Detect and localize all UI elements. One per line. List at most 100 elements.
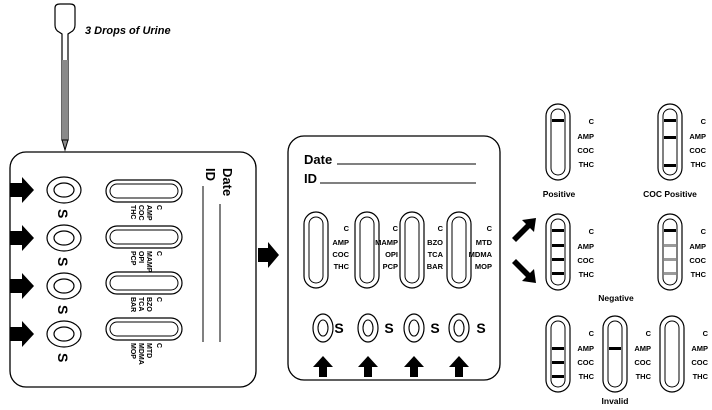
arrow-right-icon	[10, 225, 34, 251]
strip-label: C	[344, 224, 350, 233]
strip-label: THC	[636, 372, 652, 381]
strip-label: AMP	[577, 132, 594, 141]
arrow-right-icon	[10, 273, 34, 299]
strip-label: AMP	[634, 344, 651, 353]
sample-label: S	[55, 305, 71, 314]
test-line	[552, 272, 564, 275]
strip-label: THC	[579, 160, 595, 169]
result-window-inner	[404, 216, 420, 284]
test-line	[664, 164, 676, 167]
control-line	[664, 229, 676, 232]
faint-test-line	[664, 272, 676, 275]
sample-well	[448, 313, 470, 343]
result-window-inner	[451, 216, 467, 284]
strip-label: C	[155, 251, 162, 256]
result-window-inner	[109, 229, 179, 245]
arrow-up-icon	[404, 356, 424, 377]
sample-well	[312, 313, 334, 343]
result-window-inner	[109, 275, 179, 291]
result-window-inner	[109, 183, 179, 199]
sample-well	[46, 320, 82, 348]
strip-label: C	[155, 205, 162, 210]
strip-label: AMP	[332, 238, 349, 247]
control-line	[552, 119, 564, 122]
test-line	[609, 347, 621, 350]
sample-well	[46, 272, 82, 300]
result-strip-invalid	[659, 315, 685, 393]
strip-label: AMP	[577, 242, 594, 251]
left-test-card: S S S S C AMP COC THC C MAMP OPI PCP C B…	[9, 151, 257, 388]
strip-label: THC	[579, 372, 595, 381]
result-window-inner	[359, 216, 375, 284]
result-strip-invalid	[545, 315, 571, 393]
strip-label: BAR	[129, 297, 136, 312]
strip-label: MAMP	[145, 251, 152, 273]
id-label: ID	[203, 168, 218, 181]
arrow-up-icon	[449, 356, 469, 377]
strip-label: C	[438, 224, 444, 233]
strip-label: COC	[634, 358, 651, 367]
control-line	[664, 119, 676, 122]
strip-label: OPI	[385, 250, 398, 259]
arrow-right-icon	[10, 177, 34, 203]
strip-label: C	[155, 343, 162, 348]
strip-label: BZO	[427, 238, 443, 247]
control-line	[552, 229, 564, 232]
result-strip-negative	[545, 213, 571, 291]
date-label: Date	[304, 152, 332, 167]
strip-label: MOP	[475, 262, 492, 271]
test-line	[552, 361, 564, 364]
arrow-down-right-icon	[512, 259, 536, 283]
arrow-up-icon	[358, 356, 378, 377]
test-line	[552, 347, 564, 350]
strip-label: TCA	[428, 250, 444, 259]
strip-label: C	[701, 117, 707, 126]
sample-label: S	[334, 320, 343, 336]
strip-label: MDMA	[137, 343, 144, 365]
dropper-caption: 3 Drops of Urine	[85, 25, 171, 37]
strip-label: MTD	[476, 238, 493, 247]
strip-label: COC	[689, 146, 706, 155]
arrow-up-icon	[313, 356, 333, 377]
strip-label: THC	[129, 205, 136, 219]
strip-label: COC	[332, 250, 349, 259]
test-line	[552, 258, 564, 261]
strip-label: COC	[577, 256, 594, 265]
sample-label: S	[55, 257, 71, 266]
date-label: Date	[220, 168, 235, 196]
strip-label: TCA	[137, 297, 144, 311]
strip-label: MOP	[129, 343, 136, 359]
strip-label: THC	[691, 270, 707, 279]
strip-label: COC	[689, 256, 706, 265]
arrow-right-icon	[258, 242, 279, 268]
strip-label: COC	[137, 205, 144, 221]
result-strip-invalid	[602, 315, 628, 393]
faint-test-line	[664, 244, 676, 247]
strip-label: COC	[577, 146, 594, 155]
test-line	[552, 375, 564, 378]
sample-well	[403, 313, 425, 343]
invalid-label: Invalid	[602, 396, 629, 406]
strip-label: PCP	[129, 251, 136, 266]
sample-label: S	[55, 353, 71, 362]
coc-positive-label: COC Positive	[643, 189, 697, 199]
strip-label: C	[393, 224, 399, 233]
strip-label: BZO	[145, 297, 152, 312]
result-window-inner	[308, 216, 324, 284]
strip-label: AMP	[689, 242, 706, 251]
strip-label: MAMP	[375, 238, 398, 247]
sample-well	[357, 313, 379, 343]
strip-label: AMP	[577, 344, 594, 353]
positive-label: Positive	[543, 189, 576, 199]
strip-label: THC	[691, 160, 707, 169]
negative-label: Negative	[598, 293, 634, 303]
results-panel: C AMP COC THC Positive C AMP COC THC COC…	[543, 103, 709, 406]
strip-label: OPI	[137, 251, 144, 263]
strip-label: C	[155, 297, 162, 302]
strip-label: C	[701, 227, 707, 236]
sample-well	[46, 224, 82, 252]
sample-label: S	[55, 209, 71, 218]
strip-label: THC	[334, 262, 350, 271]
